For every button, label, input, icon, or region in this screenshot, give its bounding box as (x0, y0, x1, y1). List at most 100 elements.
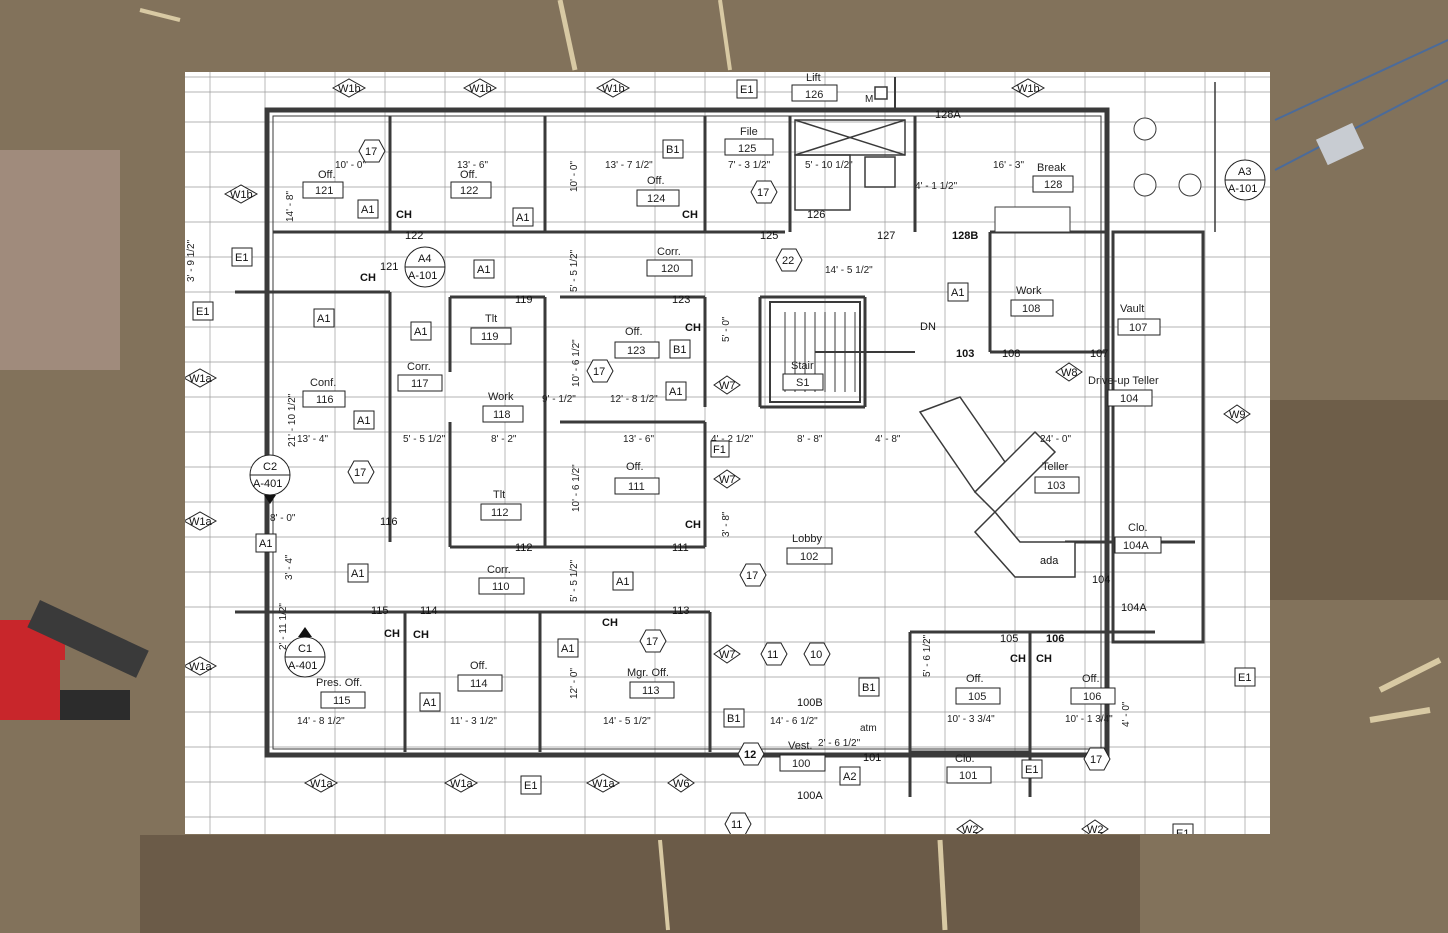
wall-type-tag: W1a (443, 773, 479, 793)
room-number: 120 (661, 263, 679, 275)
room-number: 115 (333, 695, 351, 707)
room-126: Lift 126 (791, 72, 838, 102)
wall-type-tag: W1b (462, 78, 498, 98)
dimension: 5' - 5 1/2" (569, 249, 580, 292)
room-dim: 13' - 6" (457, 160, 488, 171)
dimension: 4' - 0" (1121, 701, 1132, 727)
room-dim: 14' - 6 1/2" (770, 716, 818, 727)
dimension: 5' - 0" (721, 316, 732, 342)
room-number: 100 (792, 758, 810, 770)
room-number: 126 (805, 89, 823, 101)
room-name: Mgr. Off. (627, 667, 669, 679)
keynote-tag: A1 (357, 199, 379, 219)
door-tag: 106 (1046, 633, 1064, 645)
room-name: File (740, 126, 758, 138)
svg-text:W1a: W1a (592, 778, 616, 790)
svg-text:E1: E1 (524, 780, 537, 792)
svg-text:W1a: W1a (189, 373, 213, 385)
wall-type-tag: W1a (585, 773, 621, 793)
svg-text:A1: A1 (357, 415, 370, 427)
door-tags: 122 121 125 126 127 128A 128B 119 123 11… (371, 109, 1147, 802)
wall-type-tag: W1b (595, 78, 631, 98)
wall-type-tag: W9 (1223, 404, 1251, 424)
svg-text:11: 11 (731, 819, 742, 831)
wall-type-tag: W8 (1055, 362, 1083, 382)
svg-text:E1: E1 (740, 84, 753, 96)
ceiling-height-note: CH (682, 209, 698, 221)
room-number: 101 (959, 770, 977, 782)
break-room-fixtures (994, 117, 1202, 233)
svg-text:12: 12 (744, 749, 756, 761)
dimension: 5' - 6 1/2" (922, 634, 933, 677)
room-name: Clo. (1128, 522, 1148, 534)
room-number: 117 (411, 378, 429, 390)
room-name: Off. (626, 461, 644, 473)
room-123: Off. 123 12' - 8 1/2" (610, 326, 660, 405)
keynote-tag: A1 (612, 571, 634, 591)
ceiling-height-note: CH (602, 617, 618, 629)
svg-text:C1: C1 (298, 643, 312, 655)
room-dim: 8' - 2" (491, 434, 517, 445)
hexagon-tags: 17 17 17 17 17 17 17 22 11 10 12 11 (347, 139, 1111, 834)
svg-text:W1a: W1a (189, 661, 213, 673)
room-name: Corr. (407, 361, 431, 373)
hexagon-tag: 17 (1083, 747, 1111, 771)
room-dim: 11' - 3 1/2" (450, 716, 497, 727)
dimension: 12' - 0" (569, 668, 580, 699)
svg-text:17: 17 (354, 467, 366, 479)
svg-text:W6: W6 (673, 778, 690, 790)
wall-type-tag: W7 (713, 469, 741, 489)
room-110: Corr. 110 (478, 564, 525, 595)
keynote-tag: B1 (662, 139, 684, 159)
dimension: 14' - 8" (285, 191, 296, 222)
dimension: 14' - 5 1/2" (825, 265, 873, 276)
door-tag: 127 (877, 230, 895, 242)
keynote-tag: A1 (557, 638, 579, 658)
door-tag: 116 (380, 516, 398, 528)
wall-type-tags: W1b W1b W1b W1b W1b W1a W1a W1a W1a W1a … (185, 78, 1251, 834)
keynote-tag: A1 (947, 282, 969, 302)
room-number: 107 (1129, 322, 1147, 334)
room-name: Pres. Off. (316, 677, 362, 689)
room-name: Break (1037, 162, 1066, 174)
svg-text:C2: C2 (263, 461, 277, 473)
room-number: 111 (628, 481, 645, 493)
floor-plan-sheet: 10' - 0" Off. 121 13' - 6" Off. 122 13' … (185, 72, 1270, 834)
dimension: 4' - 1 1/2" (915, 181, 958, 192)
dimension: 3' - 4" (284, 554, 295, 580)
room-number: 114 (470, 678, 488, 690)
svg-text:W1b: W1b (1017, 83, 1040, 95)
door-tag: 114 (420, 605, 438, 617)
svg-text:A1: A1 (414, 326, 427, 338)
room-number: 103 (1047, 480, 1065, 492)
dimension-strings: 14' - 8" 3' - 9 1/2" 10' - 0" 5' - 5 1/2… (186, 160, 1132, 749)
section-mark: C1A-401 (284, 627, 326, 678)
door-tag: 122 (405, 230, 423, 242)
room-dim: 10' - 3 3/4" (947, 714, 995, 725)
svg-text:A-101: A-101 (408, 270, 437, 282)
wall-type-tag: W6 (667, 773, 695, 793)
hexagon-tag: 11 (724, 812, 752, 834)
door-tag: 111 (672, 542, 689, 554)
wall-type-tag: W1a (185, 511, 218, 531)
door-tag: 128A (935, 109, 961, 121)
hexagon-tag: 12 (737, 742, 765, 766)
room-number: 104A (1123, 540, 1149, 552)
room-number: 112 (491, 507, 509, 519)
room-122: 13' - 6" Off. 122 (450, 160, 492, 199)
notes: CH CH CH CH CH CH CH CH CH CH DN ada atm… (360, 94, 1059, 734)
room-number: S1 (796, 377, 809, 389)
hexagon-tag: 17 (639, 629, 667, 653)
floor-plan-drawing: 10' - 0" Off. 121 13' - 6" Off. 122 13' … (185, 72, 1270, 834)
door-tag: 121 (380, 261, 398, 273)
keynote-tag: A1 (255, 533, 277, 553)
svg-text:A1: A1 (951, 287, 964, 299)
room-number: 121 (315, 185, 333, 197)
dimension: 3' - 8" (721, 511, 732, 537)
svg-text:E1: E1 (235, 252, 248, 264)
room-name: Conf. (310, 377, 336, 389)
door-tag: 108 (1002, 348, 1020, 360)
ceiling-height-note: CH (360, 272, 376, 284)
room-105: Off. 105 10' - 3 3/4" (947, 673, 1001, 725)
room-125: File 125 7' - 3 1/2" (724, 126, 774, 171)
